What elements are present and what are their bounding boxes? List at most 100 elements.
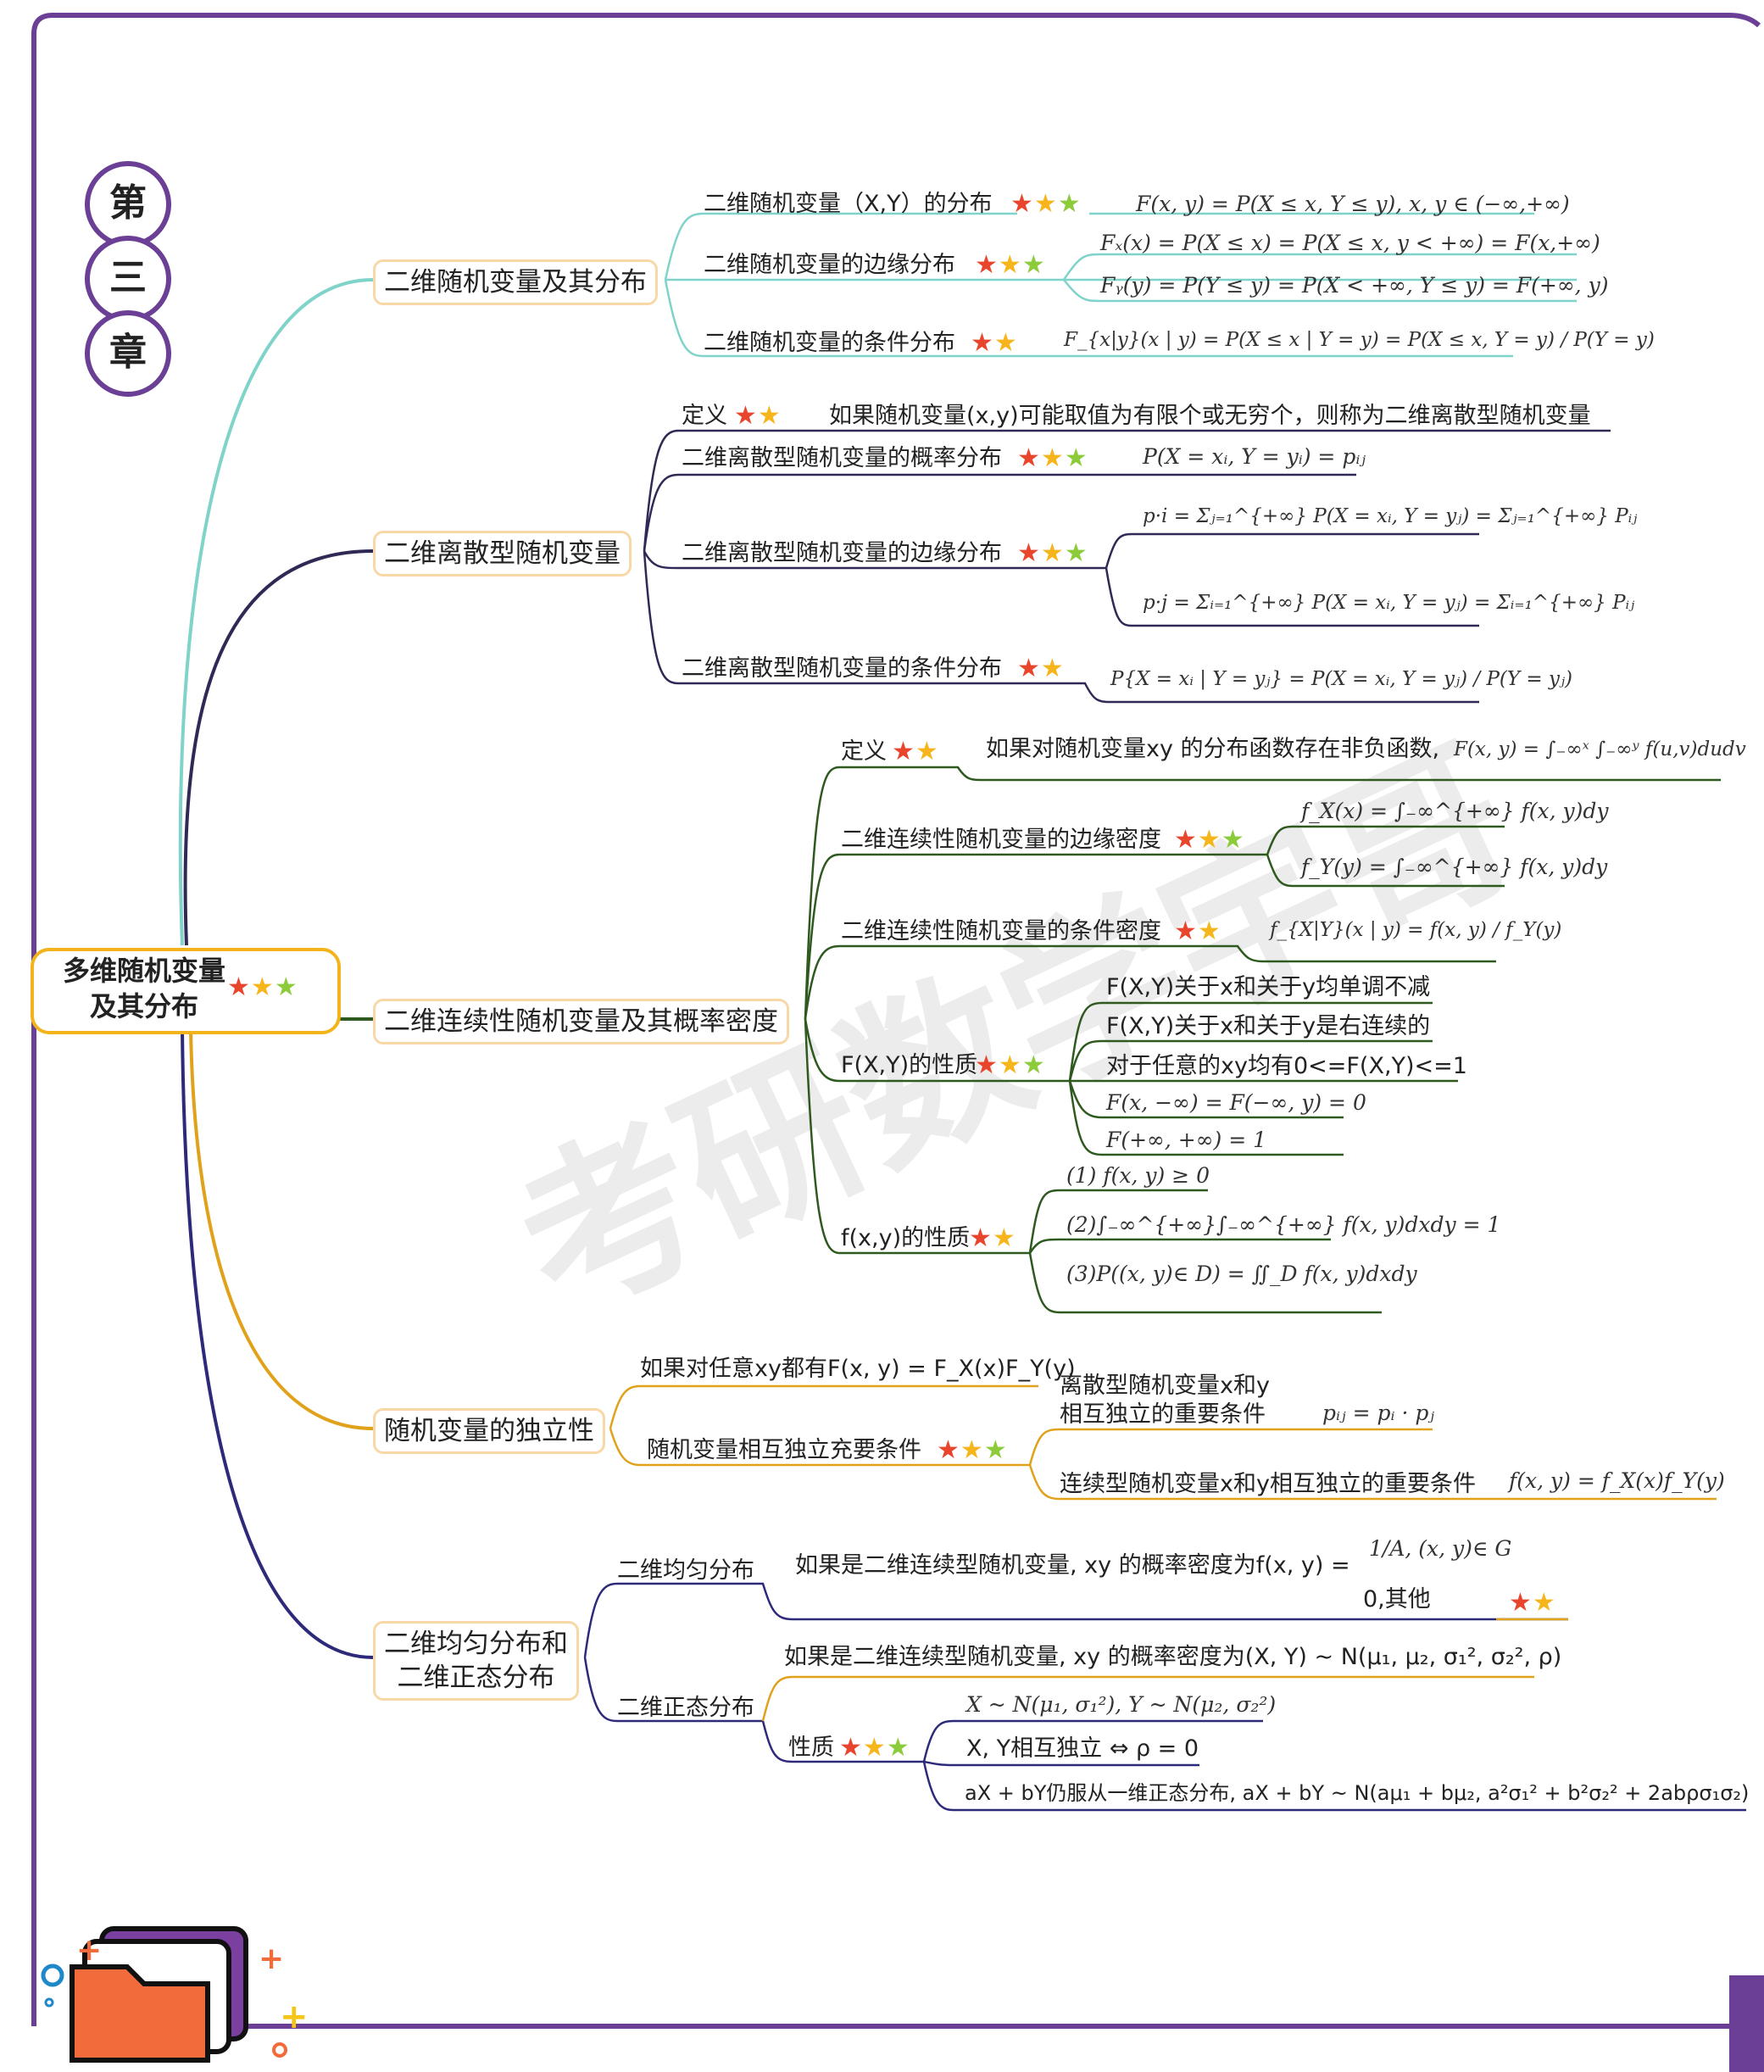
discrete-prob-formula: P(X = xᵢ, Y = yᵢ) = pᵢⱼ [1143, 444, 1366, 469]
discrete-margin-formula-2: p·j = Σᵢ₌₁^{+∞} P(X = xᵢ, Y = yⱼ) = Σᵢ₌₁… [1143, 592, 1635, 614]
discrete-def-text: 如果随机变量(x,y)可能取值为有限个或无穷个，则称为二维离散型随机变量 [829, 403, 1591, 429]
chapter-badge-2: 三 [85, 236, 171, 322]
root-link-independence [189, 1028, 374, 1430]
root-node[interactable] [31, 948, 341, 1034]
joint-item-3-stars: ★★ [971, 328, 1018, 358]
continuous-link-5a [1028, 1189, 1208, 1254]
joint-item-1-label: 二维随机变量（X,Y）的分布 [704, 191, 993, 217]
continuous-link-4e [1068, 1080, 1344, 1156]
independence-link-1 [609, 1384, 1038, 1429]
discrete-margin-label: 二维离散型随机变量的边缘分布 [682, 540, 1002, 566]
discrete-cond-label: 二维离散型随机变量的条件分布 [682, 655, 1002, 682]
discrete-cond-stars: ★★ [1017, 654, 1065, 683]
continuous-def-stars: ★★ [892, 737, 939, 766]
independence-link-2b [1028, 1464, 1717, 1501]
discrete-link-1 [643, 429, 793, 552]
independence-discrete-formula: pᵢⱼ = pᵢ · pⱼ [1322, 1401, 1434, 1425]
chapter-badge-1: 第 [85, 161, 171, 248]
normal-prop-2: X, Y相互独立 ⇔ ρ = 0 [966, 1735, 1199, 1762]
discrete-def-stars: ★★ [734, 401, 782, 431]
continuous-link-2b [1266, 854, 1505, 888]
branch-uniform-normal[interactable]: 二维均匀分布和 二维正态分布 [373, 1621, 579, 1701]
svg-text:+: + [280, 1997, 309, 2036]
continuous-link-2 [804, 853, 1267, 1020]
continuous-margin-label: 二维连续性随机变量的边缘密度 [841, 827, 1161, 853]
independence-link-2a [1028, 1428, 1433, 1466]
independence-item-1: 如果对任意xy都有F(x, y) = F_X(x)F_Y(y) [640, 1356, 1076, 1382]
continuous-link-4 [804, 1018, 1070, 1083]
normal-link-1b [761, 1720, 924, 1763]
discrete-link-2 [643, 473, 1356, 552]
continuous-link-4b [1068, 1039, 1433, 1082]
continuous-F-props-label: F(X,Y)的性质 [841, 1052, 978, 1078]
discrete-link-3 [643, 550, 1106, 570]
joint-item-2-formula-1: Fₓ(x) = P(X ≤ x) = P(X ≤ x, y < +∞) = F(… [1100, 231, 1600, 255]
normal-link-1 [583, 1657, 763, 1723]
independence-discrete-cond: 离散型随机变量x和y 相互独立的重要条件 [1060, 1373, 1270, 1428]
discrete-margin-formula-1: p·i = Σⱼ₌₁^{+∞} P(X = xᵢ, Y = yⱼ) = Σⱼ₌₁… [1143, 505, 1638, 527]
discrete-link-4 [643, 550, 1479, 704]
continuous-link-3 [804, 944, 1496, 1020]
continuous-cond-stars: ★★ [1174, 916, 1221, 946]
continuous-f-prop-1: (1) f(x, y) ≥ 0 [1066, 1163, 1210, 1188]
continuous-link-4a [1068, 1001, 1433, 1082]
root-link-discrete [183, 549, 374, 946]
normal-prop-3: aX + bY仍服从一维正态分布, aX + bY ~ N(aμ₁ + bμ₂,… [965, 1781, 1750, 1805]
continuous-f-prop-2: (2)∫₋∞^{+∞}∫₋∞^{+∞} f(x, y)dxdy = 1 [1066, 1212, 1501, 1237]
continuous-def-text: 如果对随机变量xy 的分布函数存在非负函数, [986, 736, 1440, 762]
continuous-def-label: 定义 [841, 738, 887, 765]
root-label: 多维随机变量 及其分布 [62, 955, 225, 1022]
continuous-f-prop-3: (3)P((x, y)∈ D) = ∬_D f(x, y)dxdy [1066, 1262, 1417, 1286]
continuous-f-props-label: f(x,y)的性质 [841, 1225, 971, 1251]
normal-text: 如果是二维连续型随机变量, xy 的概率密度为(X, Y) ~ N(μ₁, μ₂… [784, 1644, 1562, 1670]
normal-prop-1: X ~ N(μ₁, σ₁²), Y ~ N(μ₂, σ₂²) [966, 1692, 1277, 1717]
branch-continuous[interactable]: 二维连续性随机变量及其概率密度 [373, 999, 789, 1044]
independence-continuous-formula: f(x, y) = f_X(x)f_Y(y) [1509, 1468, 1725, 1493]
continuous-F-props-stars: ★★★ [975, 1050, 1046, 1080]
discrete-margin-stars: ★★★ [1017, 538, 1088, 568]
independence-item-2-stars: ★★★ [937, 1435, 1008, 1465]
page-corner-tab [1729, 1975, 1764, 2072]
independence-link-2 [609, 1428, 1030, 1467]
root-stars: ★★★ [227, 972, 298, 1002]
normal-props-label: 性质 [788, 1735, 834, 1761]
page-frame [31, 13, 1761, 2026]
continuous-cond-label: 二维连续性随机变量的条件密度 [841, 918, 1161, 944]
continuous-link-5 [804, 1018, 1030, 1255]
continuous-cond-formula: f_{X|Y}(x | y) = f(x, y) / f_Y(y) [1270, 919, 1562, 941]
branch-independence[interactable]: 随机变量的独立性 [373, 1408, 605, 1454]
svg-text:+: + [259, 1941, 284, 1976]
branch-discrete[interactable]: 二维离散型随机变量 [373, 531, 632, 576]
uniform-stars: ★★ [1509, 1588, 1556, 1618]
independence-item-2-label: 随机变量相互独立充要条件 [647, 1437, 921, 1463]
svg-text:+: + [76, 1933, 102, 1968]
normal-link-1b2 [923, 1760, 1199, 1767]
joint-item-2-formula-2: Fᵧ(y) = P(Y ≤ y) = P(X < +∞, Y ≤ y) = F(… [1100, 273, 1609, 298]
joint-item-3-label: 二维随机变量的条件分布 [704, 330, 955, 356]
discrete-def-label: 定义 [682, 403, 727, 429]
uniform-link-1 [583, 1582, 1568, 1658]
continuous-margin-stars: ★★★ [1174, 825, 1245, 855]
normal-props-stars: ★★★ [839, 1733, 910, 1763]
continuous-margin-formula-1: f_X(x) = ∫₋∞^{+∞} f(x, y)dy [1301, 799, 1609, 823]
root-link-uniform [181, 1028, 374, 1659]
joint-item-2-stars: ★★★ [975, 250, 1046, 280]
continuous-f-props-stars: ★★ [969, 1223, 1016, 1253]
normal-link-1b3 [922, 1761, 1746, 1812]
joint-link-2c [1063, 279, 1577, 303]
continuous-F-prop-2: F(X,Y)关于x和关于y是右连续的 [1106, 1013, 1431, 1039]
discrete-cond-formula: P{X = xᵢ | Y = yⱼ} = P(X = xᵢ, Y = yⱼ) /… [1110, 668, 1573, 690]
continuous-F-prop-5: F(+∞, +∞) = 1 [1106, 1128, 1267, 1152]
joint-item-1-stars: ★★★ [1010, 189, 1082, 219]
branch-joint[interactable]: 二维随机变量及其分布 [373, 259, 658, 305]
normal-link-1a [761, 1675, 1534, 1722]
continuous-F-prop-1: F(X,Y)关于x和关于y均单调不减 [1106, 974, 1431, 1000]
continuous-link-1 [804, 766, 1721, 1020]
joint-item-2-label: 二维随机变量的边缘分布 [704, 252, 955, 278]
continuous-margin-formula-2: f_Y(y) = ∫₋∞^{+∞} f(x, y)dy [1301, 855, 1608, 879]
independence-continuous-cond: 连续型随机变量x和y相互独立的重要条件 [1060, 1471, 1476, 1497]
continuous-link-4d [1068, 1080, 1344, 1119]
continuous-F-prop-3: 对于任意的xy均有0<=F(X,Y)<=1 [1106, 1053, 1467, 1079]
continuous-link-5c [1028, 1252, 1382, 1314]
